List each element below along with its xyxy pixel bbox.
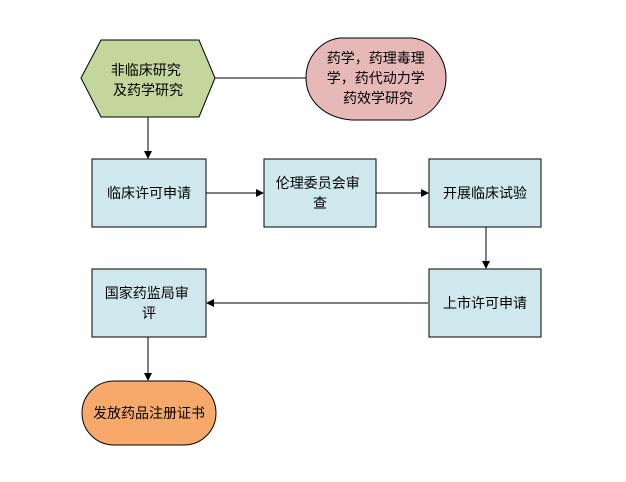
- node-clinical-trial-shape: [428, 158, 542, 228]
- node-state-review-line-1: 国家药监局审: [105, 285, 189, 302]
- node-clinical-trial-label: 开展临床试验: [443, 186, 527, 202]
- node-market-application-shape: [428, 268, 542, 338]
- node-preclinical-line-2: 及药学研究: [113, 83, 183, 99]
- node-clinical-application-line-1: 临床许可申请: [107, 186, 191, 202]
- node-ethics-review-shape: [263, 158, 377, 228]
- node-clinical-application-label: 临床许可申请: [107, 186, 191, 202]
- node-registration-line-1: 发放药品注册证书: [93, 406, 205, 422]
- node-preclinical: 非临床研究 及药学研究: [80, 39, 216, 118]
- node-clinical-trial-line-1: 开展临床试验: [443, 186, 527, 202]
- node-research-note-shape: [305, 37, 447, 121]
- node-ethics-review-label: 伦理委员会审 查: [276, 176, 364, 212]
- node-ethics-review: 伦理委员会审 查: [263, 158, 377, 228]
- node-state-review: 国家药监局审 评: [91, 268, 207, 338]
- node-clinical-trial: 开展临床试验: [428, 158, 542, 228]
- node-preclinical-label: 非临床研究 及药学研究: [111, 63, 185, 99]
- node-research-note: 药学，药理毒理 学，药代动力学 药效学研究: [305, 37, 447, 121]
- node-state-review-shape: [91, 268, 207, 338]
- node-preclinical-line-1: 非临床研究: [111, 63, 181, 79]
- node-state-review-label: 国家药监局审 评: [105, 285, 193, 322]
- node-registration-label: 发放药品注册证书: [93, 406, 205, 422]
- node-research-note-line-3: 药效学研究: [343, 91, 413, 107]
- connectors: [144, 77, 490, 381]
- node-research-note-line-1: 药学，药理毒理: [327, 51, 425, 67]
- node-clinical-application: 临床许可申请: [91, 158, 207, 228]
- node-ethics-review-line-2: 查: [313, 196, 327, 212]
- node-preclinical-shape: [80, 39, 216, 118]
- node-market-application: 上市许可申请: [428, 268, 542, 338]
- node-market-application-label: 上市许可申请: [443, 295, 527, 312]
- node-market-application-line-1: 上市许可申请: [443, 295, 527, 312]
- node-ethics-review-line-1: 伦理委员会审: [276, 176, 360, 192]
- node-clinical-application-shape: [91, 158, 207, 228]
- node-registration: 发放药品注册证书: [81, 380, 217, 446]
- node-registration-shape: [81, 380, 217, 446]
- node-research-note-label: 药学，药理毒理 学，药代动力学 药效学研究: [327, 51, 429, 107]
- node-research-note-line-2: 学，药代动力学: [327, 71, 425, 87]
- node-state-review-line-2: 评: [142, 306, 156, 322]
